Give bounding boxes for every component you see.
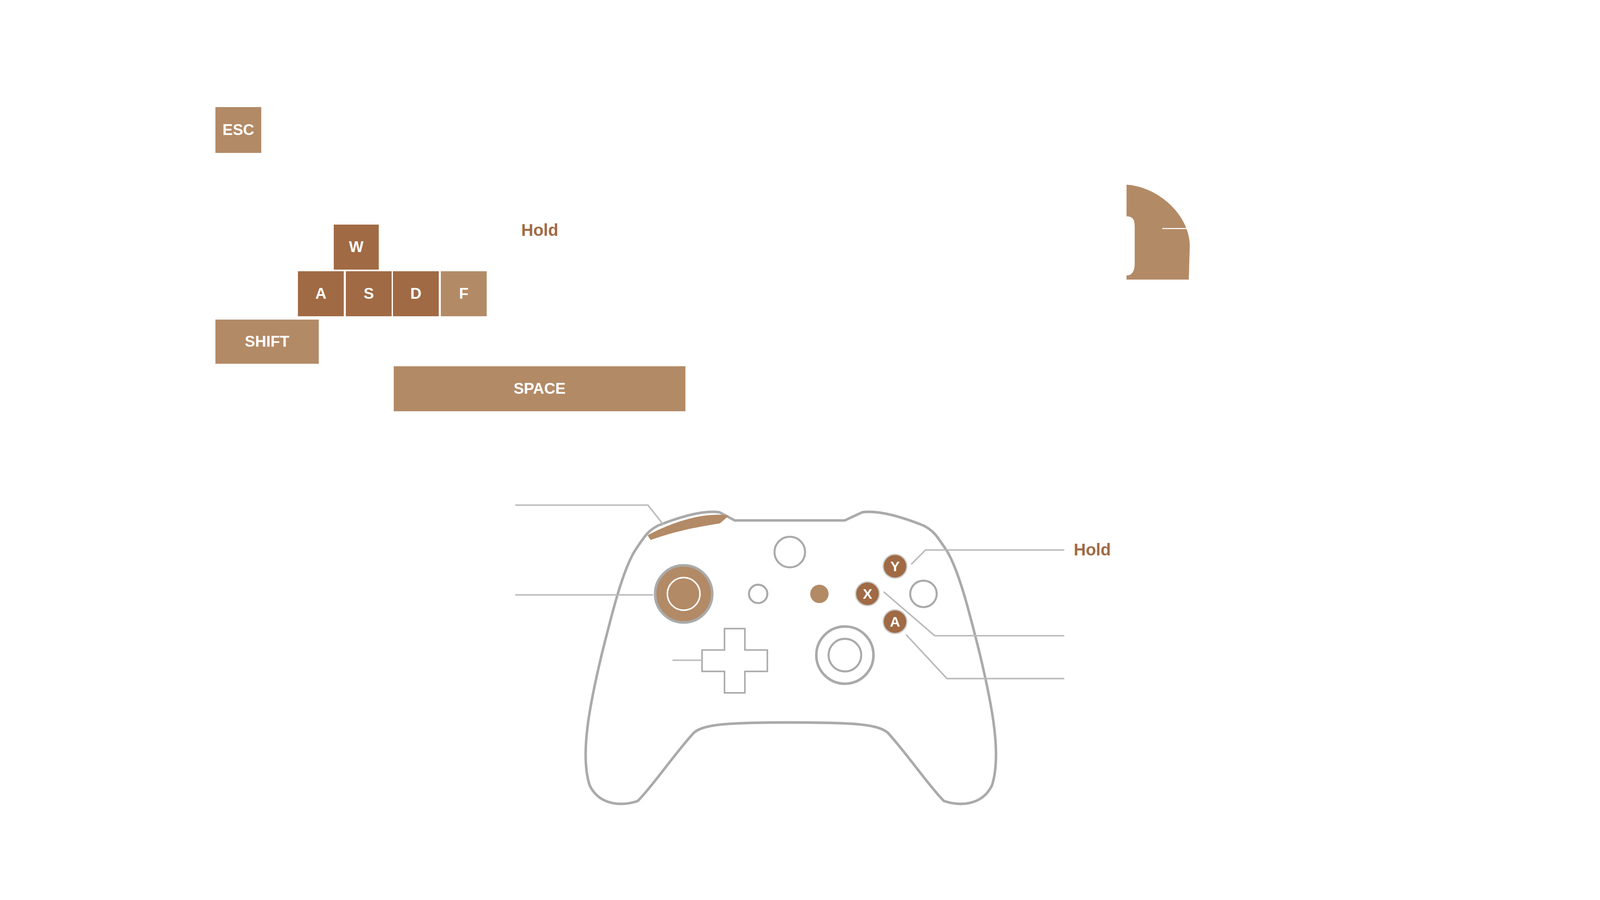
menu-button (810, 584, 829, 603)
key-cap: S (345, 271, 392, 317)
key-label: SHIFT (245, 332, 290, 351)
key-cap: A (297, 271, 344, 317)
key-label: ESC (222, 121, 255, 139)
key-cap: SHIFT (215, 319, 319, 364)
controller-button: A (882, 609, 908, 635)
leader-line (883, 591, 1065, 636)
right-stick (816, 626, 874, 684)
controller-button: Y (882, 553, 908, 579)
key-cap: ESC (215, 107, 262, 153)
key-label: X (862, 585, 873, 603)
view-button (749, 584, 768, 603)
d-pad (702, 628, 768, 693)
left-stick (655, 565, 713, 623)
key-label: D (410, 285, 422, 303)
key-label: A (315, 285, 327, 303)
leader-line (906, 634, 1065, 679)
leader-line (911, 550, 1065, 565)
key-label: A (890, 613, 901, 630)
leader-line (515, 505, 664, 525)
key-cap: D (392, 271, 439, 317)
key-label: F (459, 285, 469, 303)
key-label: SPACE (513, 380, 566, 398)
guide-button (774, 536, 805, 568)
hold-note: Hold (1073, 540, 1111, 560)
key-label: Y (890, 558, 900, 575)
leader-line (672, 659, 703, 662)
left-stick-inner (667, 577, 700, 610)
b-button (910, 580, 937, 608)
controller-outline (585, 511, 996, 804)
key-cap: F (440, 271, 487, 317)
mouse-shape (1126, 184, 1190, 280)
key-label: S (363, 285, 375, 303)
key-label: W (349, 238, 364, 256)
hold-note: Hold (521, 220, 559, 240)
right-stick-inner (828, 638, 862, 672)
key-cap: W (333, 224, 379, 270)
mouse-line (1162, 227, 1187, 229)
left-bumper (649, 515, 727, 539)
leader-line (515, 594, 654, 596)
controller-button: X (855, 581, 880, 607)
key-cap: SPACE (393, 366, 686, 412)
